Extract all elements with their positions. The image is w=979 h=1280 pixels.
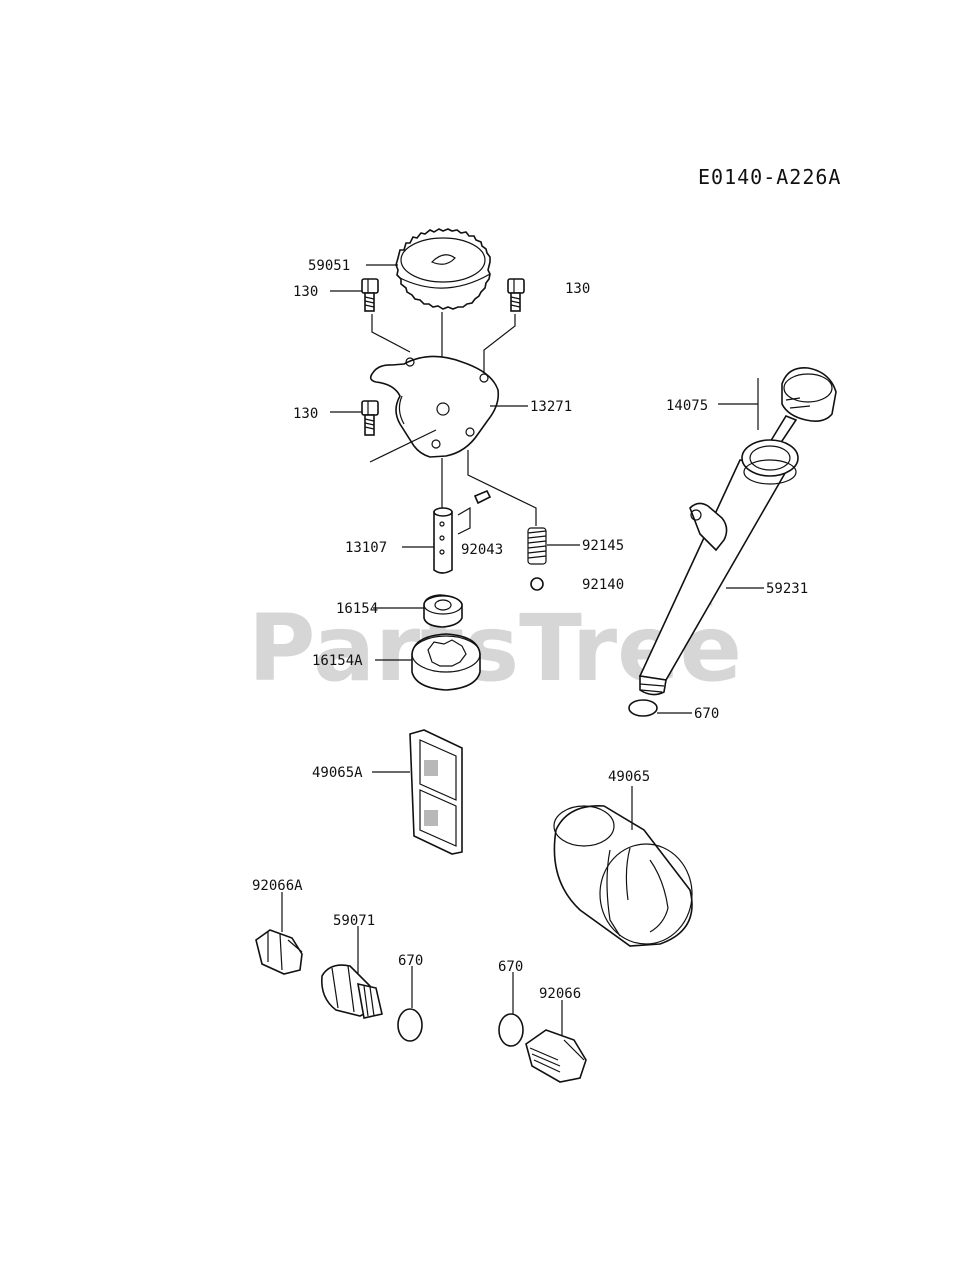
bolt-130-left[interactable] bbox=[361, 278, 379, 312]
inner-rotor-16154[interactable] bbox=[423, 594, 463, 628]
label-13271[interactable]: 13271 bbox=[530, 399, 572, 415]
guide-pin bbox=[457, 506, 471, 535]
label-13107[interactable]: 13107 bbox=[345, 540, 387, 556]
bolt-130-right[interactable] bbox=[507, 278, 525, 312]
guide-plate-bolt bbox=[369, 429, 437, 463]
bolt-130-lower[interactable] bbox=[361, 400, 379, 436]
oil-filter-49065[interactable] bbox=[553, 805, 693, 947]
guide-bolt-left bbox=[371, 314, 411, 353]
label-49065[interactable]: 49065 bbox=[608, 769, 650, 785]
shaft-13107[interactable] bbox=[433, 507, 453, 574]
label-130c[interactable]: 130 bbox=[293, 406, 318, 422]
oil-strainer-49065A[interactable] bbox=[409, 729, 463, 855]
o-ring-670-left[interactable] bbox=[397, 1008, 423, 1042]
oil-filler-tube-59231[interactable] bbox=[638, 439, 799, 696]
drain-plug-92066A[interactable] bbox=[255, 929, 303, 975]
label-130a[interactable]: 130 bbox=[293, 284, 318, 300]
label-92145[interactable]: 92145 bbox=[582, 538, 624, 554]
ball-92140[interactable] bbox=[530, 577, 544, 591]
label-130b[interactable]: 130 bbox=[565, 281, 590, 297]
o-ring-670-right[interactable] bbox=[498, 1013, 524, 1047]
label-59051[interactable]: 59051 bbox=[308, 258, 350, 274]
guide-spring bbox=[467, 450, 537, 526]
gear-59051[interactable] bbox=[395, 228, 491, 310]
label-92043[interactable]: 92043 bbox=[461, 542, 503, 558]
outer-rotor-16154A[interactable] bbox=[411, 633, 481, 691]
label-16154[interactable]: 16154 bbox=[336, 601, 378, 617]
drain-plug-92066[interactable] bbox=[525, 1029, 587, 1083]
cover-plate-13271[interactable] bbox=[369, 355, 500, 458]
label-92066[interactable]: 92066 bbox=[539, 986, 581, 1002]
label-59231[interactable]: 59231 bbox=[766, 581, 808, 597]
pin-92043[interactable] bbox=[473, 489, 492, 505]
label-670a[interactable]: 670 bbox=[694, 706, 719, 722]
diagram-code: E0140-A226A bbox=[698, 165, 841, 189]
label-14075[interactable]: 14075 bbox=[666, 398, 708, 414]
spring-92145[interactable] bbox=[527, 527, 547, 565]
plug-59071[interactable] bbox=[320, 964, 383, 1019]
guide-bolt-right bbox=[483, 314, 516, 376]
label-670b[interactable]: 670 bbox=[398, 953, 423, 969]
label-670c[interactable]: 670 bbox=[498, 959, 523, 975]
o-ring-670-tube[interactable] bbox=[628, 699, 658, 717]
label-92140[interactable]: 92140 bbox=[582, 577, 624, 593]
label-16154A[interactable]: 16154A bbox=[312, 653, 363, 669]
label-59071[interactable]: 59071 bbox=[333, 913, 375, 929]
label-49065A[interactable]: 49065A bbox=[312, 765, 363, 781]
label-92066A[interactable]: 92066A bbox=[252, 878, 303, 894]
